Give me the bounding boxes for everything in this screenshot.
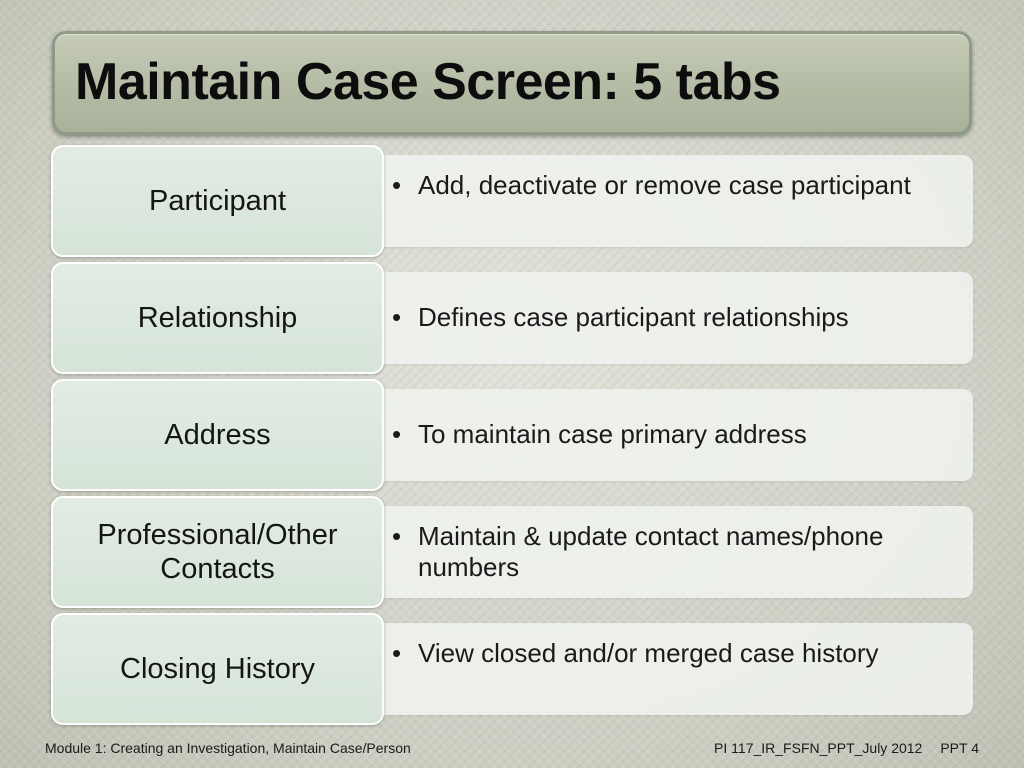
- tab-label: Participant: [148, 185, 286, 217]
- bullet-icon: •: [392, 302, 402, 332]
- description-text: To maintain case primary address: [418, 419, 807, 449]
- bullet-icon: •: [392, 170, 402, 200]
- description-text: Defines case participant relationships: [418, 302, 849, 332]
- tab-label: Closing History: [120, 653, 315, 685]
- description-item: • Maintain & update contact names/phone …: [392, 521, 962, 583]
- description-panel: • View closed and/or merged case history: [330, 623, 973, 715]
- description-panel: • Defines case participant relationships: [330, 272, 973, 364]
- description-item: • Defines case participant relationships: [392, 302, 962, 333]
- description-text: Add, deactivate or remove case participa…: [418, 170, 911, 200]
- description-text: View closed and/or merged case history: [418, 638, 879, 668]
- tab-row-closing-history: • View closed and/or merged case history…: [0, 613, 1024, 725]
- tab-label: Professional/Other Contacts: [97, 519, 338, 585]
- footer-info: PI 117_IR_FSFN_PPT_July 2012 PPT 4: [714, 740, 979, 756]
- tab-row-professional-other-contacts: • Maintain & update contact names/phone …: [0, 496, 1024, 608]
- bullet-icon: •: [392, 521, 402, 551]
- footer-page-number: PPT 4: [940, 740, 979, 756]
- bullet-icon: •: [392, 419, 402, 449]
- title-banner: Maintain Case Screen: 5 tabs: [52, 31, 972, 135]
- tab-relationship: Relationship: [51, 262, 384, 374]
- tab-closing-history: Closing History: [51, 613, 384, 725]
- tab-row-relationship: • Defines case participant relationships…: [0, 262, 1024, 374]
- description-item: • View closed and/or merged case history: [392, 638, 962, 669]
- description-panel: • Add, deactivate or remove case partici…: [330, 155, 973, 247]
- tab-participant: Participant: [51, 145, 384, 257]
- footer-document-id: PI 117_IR_FSFN_PPT_July 2012: [714, 740, 923, 756]
- tab-professional-other-contacts: Professional/Other Contacts: [51, 496, 384, 608]
- bullet-icon: •: [392, 638, 402, 668]
- footer-module: Module 1: Creating an Investigation, Mai…: [45, 740, 411, 756]
- description-panel: • Maintain & update contact names/phone …: [330, 506, 973, 598]
- tab-row-participant: • Add, deactivate or remove case partici…: [0, 145, 1024, 257]
- description-panel: • To maintain case primary address: [330, 389, 973, 481]
- description-text: Maintain & update contact names/phone nu…: [418, 521, 884, 582]
- tab-row-address: • To maintain case primary address Addre…: [0, 379, 1024, 491]
- tab-label: Address: [164, 419, 271, 451]
- description-item: • To maintain case primary address: [392, 419, 962, 450]
- tab-address: Address: [51, 379, 384, 491]
- tab-label: Relationship: [137, 302, 298, 334]
- slide-title: Maintain Case Screen: 5 tabs: [75, 53, 781, 111]
- description-item: • Add, deactivate or remove case partici…: [392, 170, 962, 201]
